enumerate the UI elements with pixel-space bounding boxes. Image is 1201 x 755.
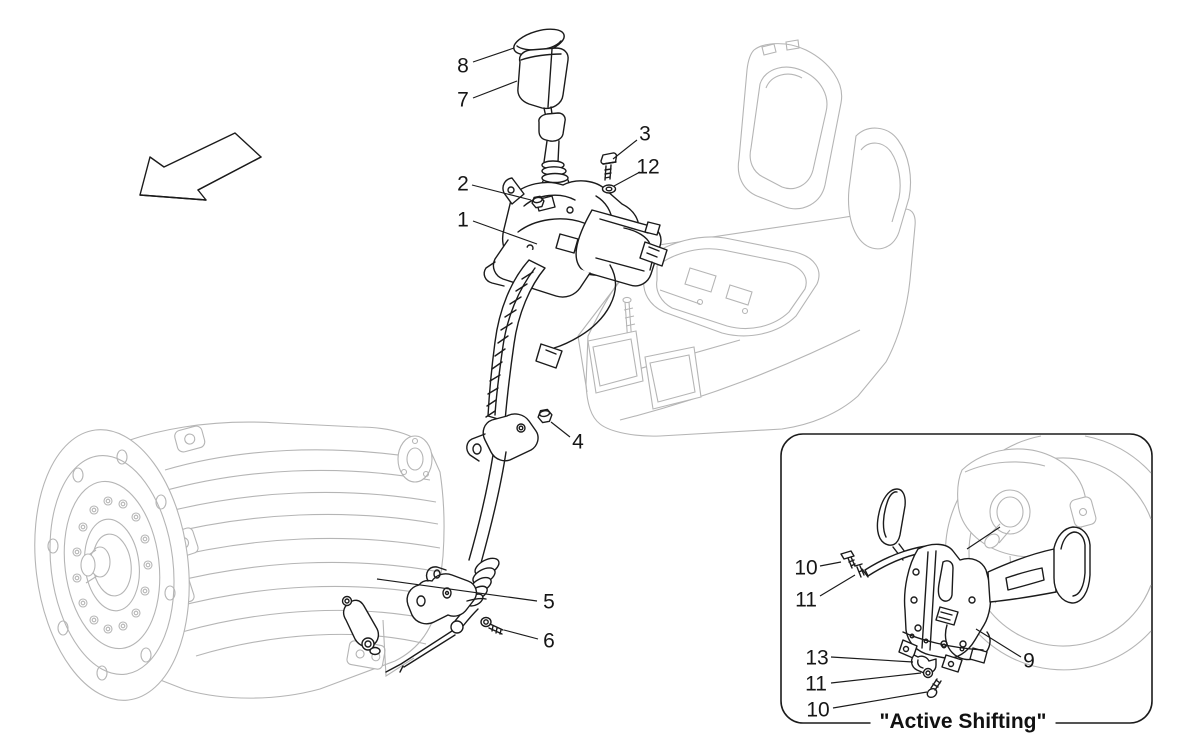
transmission-drawing: [34, 421, 445, 701]
center-console-drawing: [577, 39, 916, 437]
leader-lines: [376, 47, 1022, 709]
bolt-circle: [72, 496, 153, 634]
callout-5: 5: [543, 590, 555, 614]
callout-10-bottom: 10: [806, 698, 830, 722]
inset-caption: "Active Shifting": [870, 709, 1056, 735]
callout-1: 1: [457, 208, 469, 232]
callout-13: 13: [805, 646, 829, 670]
callout-12: 12: [636, 155, 660, 179]
callout-8: 8: [457, 54, 469, 78]
steering-wheel-drawing: [944, 435, 1152, 671]
direction-arrow-icon: [139, 132, 262, 201]
gear-shifter-drawing: [341, 28, 668, 673]
callout-7: 7: [457, 88, 469, 112]
callout-6: 6: [543, 629, 555, 653]
callout-3: 3: [639, 122, 651, 146]
active-shifting-inset: [780, 433, 1153, 724]
callout-4: 4: [572, 430, 584, 454]
paddle-shifter-drawing: [840, 488, 1091, 699]
callout-9: 9: [1023, 649, 1035, 673]
callout-2: 2: [457, 172, 469, 196]
callout-10-top: 10: [794, 556, 818, 580]
callout-11-bottom: 11: [805, 672, 827, 696]
callout-11-top: 11: [795, 588, 817, 612]
